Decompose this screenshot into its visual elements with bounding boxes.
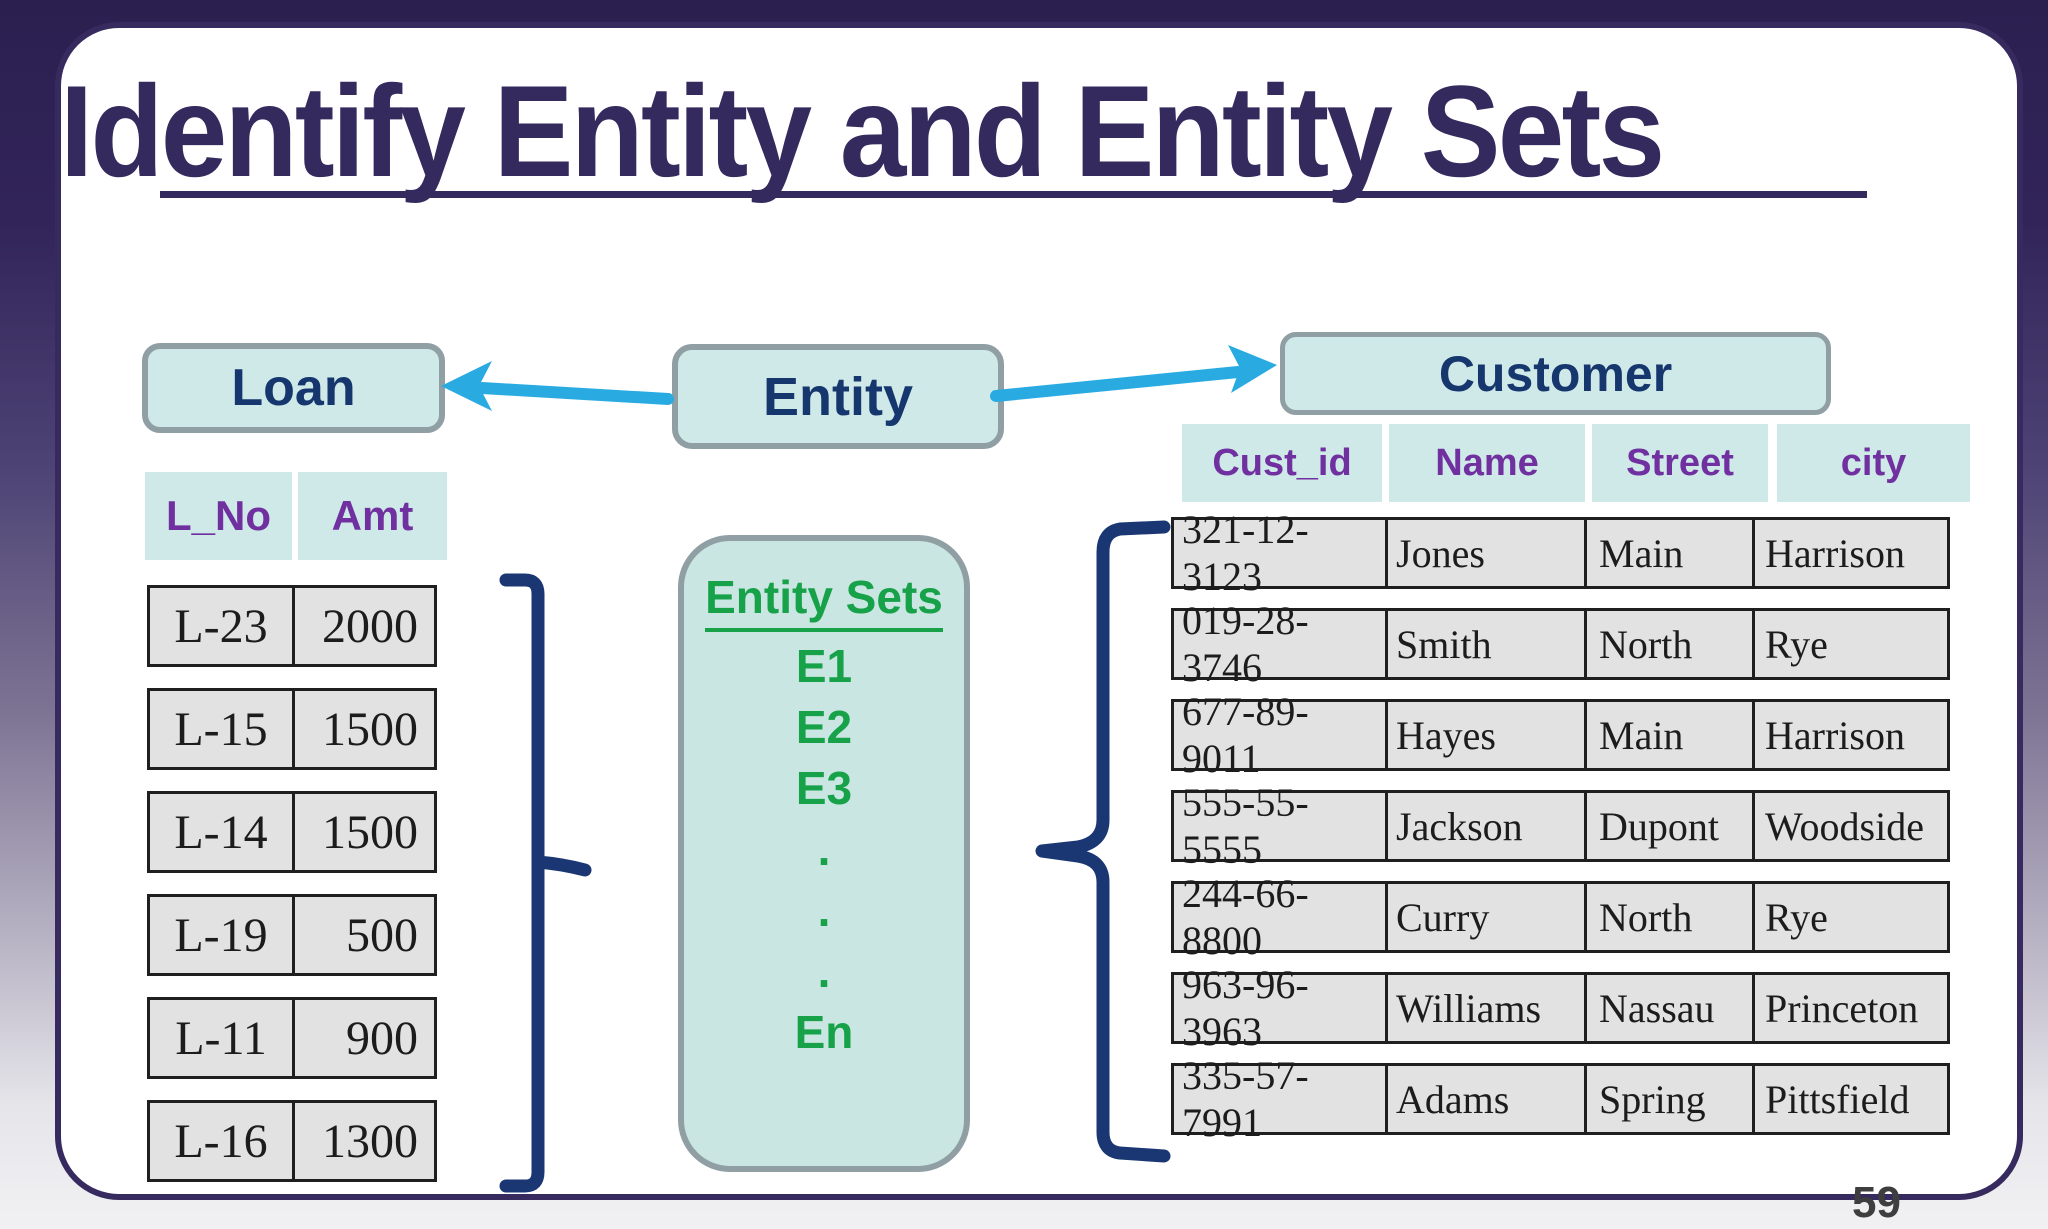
loan-table-row: L-16 1300 <box>147 1100 437 1182</box>
customer-city-cell: Pittsfield <box>1765 1076 1910 1122</box>
entity-set-item: E3 <box>795 761 853 814</box>
customer-id-cell: 677-89-9011 <box>1174 689 1388 781</box>
loan-entity-box: Loan <box>142 343 445 433</box>
customer-name-cell: Hayes <box>1388 702 1587 768</box>
customer-name-cell: Jackson <box>1388 793 1587 859</box>
customer-table-row: 244-66-8800 Curry North Rye <box>1171 871 1950 963</box>
customer-header-custid: Cust_id <box>1182 424 1382 502</box>
loan-number-cell: L-19 <box>150 897 295 973</box>
customer-table-row: 335-57-7991 Adams Spring Pittsfield <box>1171 1053 1950 1145</box>
loan-amount-cell: 1500 <box>322 805 418 859</box>
loan-amount-cell: 500 <box>346 908 418 962</box>
loan-number-cell: L-15 <box>150 691 295 767</box>
customer-name-cell: Smith <box>1388 611 1587 677</box>
entity-set-item: . <box>817 883 831 936</box>
loan-amount-cell: 1300 <box>322 1114 418 1168</box>
customer-name-cell: Jones <box>1388 520 1587 586</box>
customer-name-cell: Williams <box>1388 975 1587 1041</box>
customer-street-cell: Main <box>1587 520 1755 586</box>
customer-city-cell: Rye <box>1765 621 1828 667</box>
customer-id-cell: 019-28-3746 <box>1174 598 1388 690</box>
customer-street-cell: Main <box>1587 702 1755 768</box>
page-number: 59 <box>1852 1178 1901 1227</box>
customer-city-cell: Woodside <box>1765 803 1924 849</box>
customer-entity-box: Customer <box>1280 332 1831 415</box>
customer-table-row: 321-12-3123 Jones Main Harrison <box>1171 507 1950 599</box>
entity-set-item: E1 <box>795 639 853 692</box>
loan-table-row: L-15 1500 <box>147 688 437 770</box>
loan-table-row: L-23 2000 <box>147 585 437 667</box>
loan-table-row: L-19 500 <box>147 894 437 976</box>
loan-number-cell: L-16 <box>150 1103 295 1179</box>
loan-header-amt: Amt <box>298 472 447 560</box>
loan-table-row: L-14 1500 <box>147 791 437 873</box>
customer-id-cell: 555-55-5555 <box>1174 780 1388 872</box>
entity-box: Entity <box>672 344 1004 449</box>
loan-number-cell: L-14 <box>150 794 295 870</box>
customer-header-city: city <box>1777 424 1970 502</box>
loan-table-row: L-11 900 <box>147 997 437 1079</box>
entity-sets-title: Entity Sets <box>705 571 943 632</box>
customer-entity-label: Customer <box>1438 345 1673 402</box>
customer-table-row: 555-55-5555 Jackson Dupont Woodside <box>1171 780 1950 872</box>
customer-city-cell: Harrison <box>1765 712 1905 758</box>
entity-label: Entity <box>762 366 913 427</box>
entity-set-item: En <box>794 1005 854 1058</box>
loan-number-cell: L-11 <box>150 1000 295 1076</box>
customer-table-row: 019-28-3746 Smith North Rye <box>1171 598 1950 690</box>
customer-street-cell: Nassau <box>1587 975 1755 1041</box>
customer-id-cell: 335-57-7991 <box>1174 1053 1388 1145</box>
loan-amount-cell: 2000 <box>322 599 418 653</box>
customer-street-cell: Dupont <box>1587 793 1755 859</box>
customer-city-cell: Rye <box>1765 894 1828 940</box>
entity-set-item: . <box>817 822 831 875</box>
customer-header-street: Street <box>1592 424 1768 502</box>
customer-id-cell: 244-66-8800 <box>1174 871 1388 963</box>
customer-id-cell: 321-12-3123 <box>1174 507 1388 599</box>
customer-name-cell: Curry <box>1388 884 1587 950</box>
customer-street-cell: North <box>1587 611 1755 677</box>
customer-header-name: Name <box>1389 424 1585 502</box>
entity-set-item: . <box>817 944 831 997</box>
entity-set-item: E2 <box>795 700 853 753</box>
loan-amount-cell: 900 <box>346 1011 418 1065</box>
customer-city-cell: Princeton <box>1765 985 1919 1031</box>
customer-table-row: 963-96-3963 Williams Nassau Princeton <box>1171 962 1950 1054</box>
slide-title: Identify Entity and Entity Sets <box>60 58 1665 204</box>
customer-table: 321-12-3123 Jones Main Harrison 019-28-3… <box>1171 507 1950 1154</box>
loan-header-lno: L_No <box>145 472 292 560</box>
customer-city-cell: Harrison <box>1765 530 1905 576</box>
loan-number-cell: L-23 <box>150 588 295 664</box>
title-underline <box>160 191 1867 198</box>
customer-table-row: 677-89-9011 Hayes Main Harrison <box>1171 689 1950 781</box>
customer-id-cell: 963-96-3963 <box>1174 962 1388 1054</box>
loan-amount-cell: 1500 <box>322 702 418 756</box>
loan-entity-label: Loan <box>231 359 356 417</box>
customer-street-cell: Spring <box>1587 1066 1755 1132</box>
loan-table: L-23 2000 L-15 1500 L-14 1500 L-19 500 L… <box>147 585 437 1203</box>
customer-street-cell: North <box>1587 884 1755 950</box>
customer-name-cell: Adams <box>1388 1066 1587 1132</box>
